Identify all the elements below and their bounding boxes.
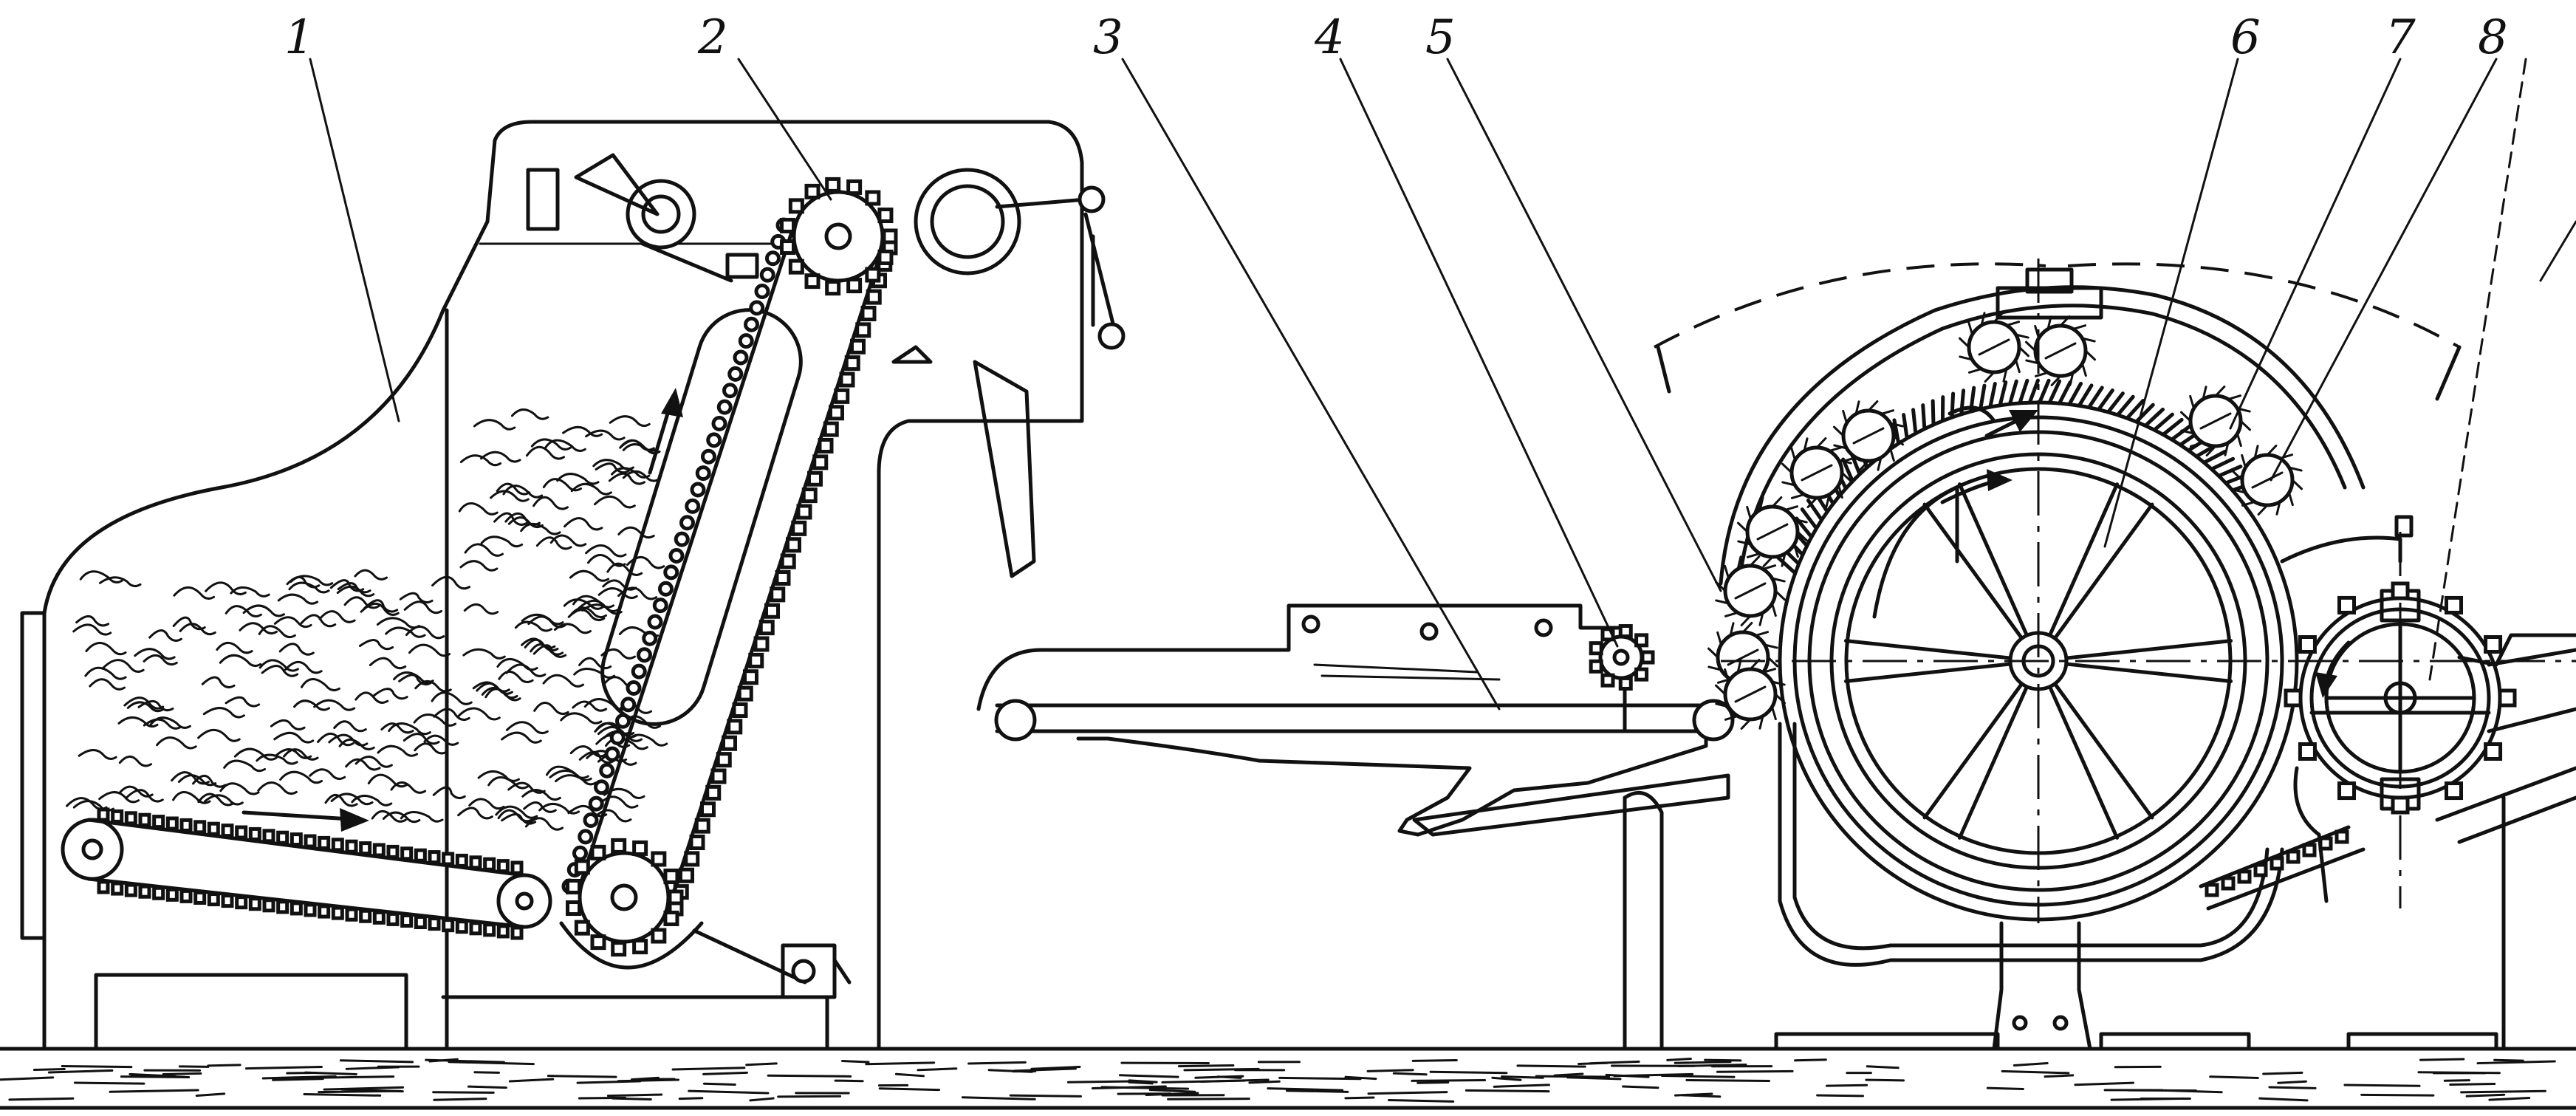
doffer [2199, 515, 2576, 1051]
label-4: 4 [1314, 10, 1345, 65]
leader-lines [309, 58, 2576, 711]
floor [0, 1047, 2576, 1110]
label-3: 3 [1093, 10, 1123, 65]
label-8: 8 [2478, 10, 2508, 65]
main-cylinder-unit [1623, 259, 2576, 1051]
top-levers [574, 153, 1126, 578]
label-6: 6 [2230, 10, 2261, 65]
label-2: 2 [697, 10, 728, 65]
label-7: 7 [2385, 10, 2416, 65]
label-5: 5 [1425, 10, 1456, 65]
hopper-feeder [20, 120, 1084, 1051]
feed-lattice [61, 807, 552, 940]
callout-labels: 1 2 3 4 5 6 7 8 [284, 10, 2508, 65]
label-1: 1 [284, 10, 315, 65]
spiked-apron [559, 177, 898, 999]
feed-table [976, 603, 1735, 1051]
